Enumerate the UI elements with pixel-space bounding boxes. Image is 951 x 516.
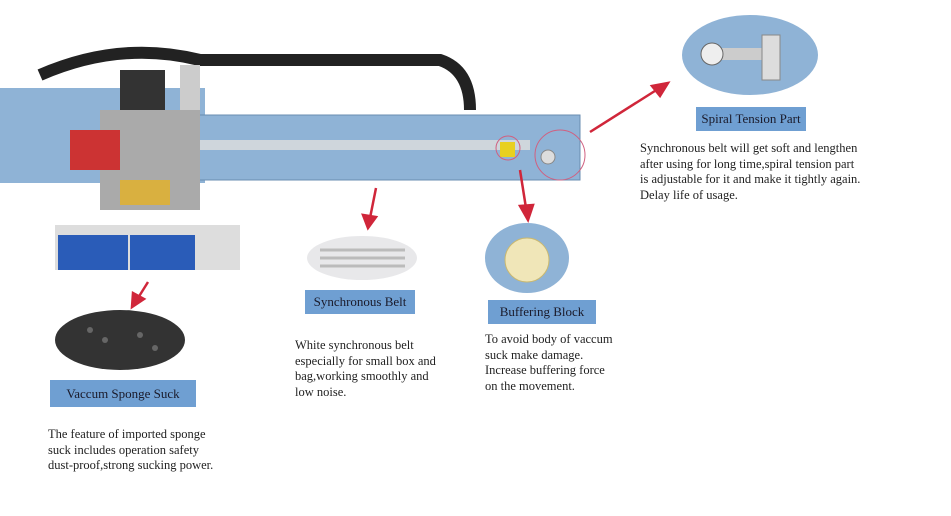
- sponge-suck-label: Vaccum Sponge Suck: [50, 380, 196, 407]
- spiral-tension-description: Synchronous belt will get soft and lengt…: [640, 141, 861, 202]
- sponge-suck-description: The feature of imported sponge suck incl…: [48, 427, 214, 472]
- synchronous-belt-description: White synchronous belt especially for sm…: [295, 338, 436, 399]
- buffering-block-label: Buffering Block: [488, 300, 596, 324]
- callout-arrows: [130, 81, 671, 310]
- buffering-block-description: To avoid body of vaccum suck make damage…: [485, 332, 613, 393]
- spiral-tension-photo: [682, 15, 818, 95]
- synchronous-belt-label: Synchronous Belt: [305, 290, 415, 314]
- buffering-block-photo: [485, 223, 569, 293]
- gantry-machine: [0, 46, 586, 270]
- synchronous-belt-photo: [307, 236, 417, 280]
- spiral-tension-label: Spiral Tension Part: [696, 107, 806, 131]
- sponge-suck-photo: [55, 310, 185, 370]
